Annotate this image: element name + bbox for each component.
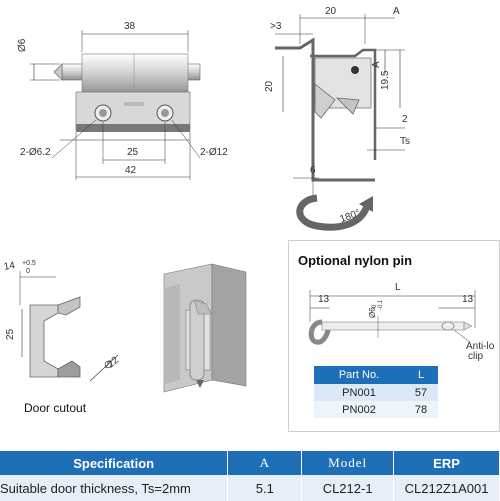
dim-top-20: 20 [325, 6, 337, 17]
hinge-front-view-drawing [30, 30, 201, 180]
dim-right-A: A [371, 61, 382, 68]
anti-loose-clip-label-2: clip [468, 351, 484, 362]
spec-col-A: A [227, 451, 303, 475]
hinge-side-view-drawing [275, 14, 405, 231]
dim-19-5: 19.5 [380, 70, 391, 90]
anti-loose-clip-label-1: Anti-lo [466, 341, 495, 352]
dim-6: 6 [310, 165, 316, 176]
pin-tol-lower: -0.1 [378, 299, 384, 310]
dim-pin-hole-label: 2-Ø12 [200, 147, 228, 158]
length-cell: 78 [404, 401, 438, 418]
part-number-table: Part No. L PN001 57 PN002 78 [314, 366, 438, 418]
specification-table: Specification A Model ERP Suitable door … [0, 451, 500, 501]
spec-erp-cell: CL212Z1A001 [393, 475, 500, 501]
length-cell: 57 [404, 384, 438, 401]
pin-dim-L: L [395, 282, 401, 293]
table-row: PN002 78 [314, 401, 438, 418]
dim-overall-42: 42 [125, 165, 137, 176]
dim-left-20: 20 [264, 80, 275, 92]
dim-holes-label: 2-Ø6.2 [20, 147, 51, 158]
spec-col-model: Model [301, 451, 395, 475]
dim-pin-diameter: Ø6 [17, 38, 28, 52]
dim-hole-spacing-25: 25 [127, 147, 139, 158]
dim-gt3: >3 [270, 21, 282, 32]
part-number-cell: PN001 [314, 384, 404, 401]
cutout-diameter-icon: ∅ [104, 360, 113, 371]
table-row: PN001 57 [314, 384, 438, 401]
spec-description-cell: Suitable door thickness, Ts=2mm [0, 475, 229, 501]
part-col-header: Part No. [314, 366, 404, 384]
pin-dim-diameter: Ø6 [368, 307, 377, 318]
hinge-3d-render [163, 263, 247, 393]
dim-2: 2 [402, 114, 408, 125]
part-table-header: Part No. L [314, 366, 438, 384]
cutout-dim-14: 14 [3, 260, 16, 273]
dim-width-38: 38 [124, 21, 136, 32]
spec-A-cell: 5.1 [227, 475, 303, 501]
part-number-cell: PN002 [314, 401, 404, 418]
cutout-dim-25: 25 [5, 328, 16, 340]
spec-header-row: Specification A Model ERP [0, 451, 500, 475]
cutout-tol-lower: 0 [26, 268, 30, 275]
spec-col-erp: ERP [393, 451, 500, 475]
length-col-header: L [404, 366, 438, 384]
dim-ts: Ts [400, 136, 410, 147]
table-row: Suitable door thickness, Ts=2mm 5.1 CL21… [0, 475, 500, 501]
nylon-pin-title: Optional nylon pin [298, 253, 413, 268]
spec-col-specification: Specification [0, 451, 229, 475]
pin-dim-13-right: 13 [462, 294, 474, 305]
spec-model-cell: CL212-1 [301, 475, 395, 501]
dim-top-A: A [393, 6, 400, 17]
door-cutout-label: Door cutout [24, 401, 87, 415]
door-cutout-drawing [19, 271, 119, 382]
pin-dim-13-left: 13 [318, 294, 330, 305]
cutout-tol-upper: +0.5 [22, 260, 36, 267]
nylon-pin-drawing [308, 290, 476, 345]
